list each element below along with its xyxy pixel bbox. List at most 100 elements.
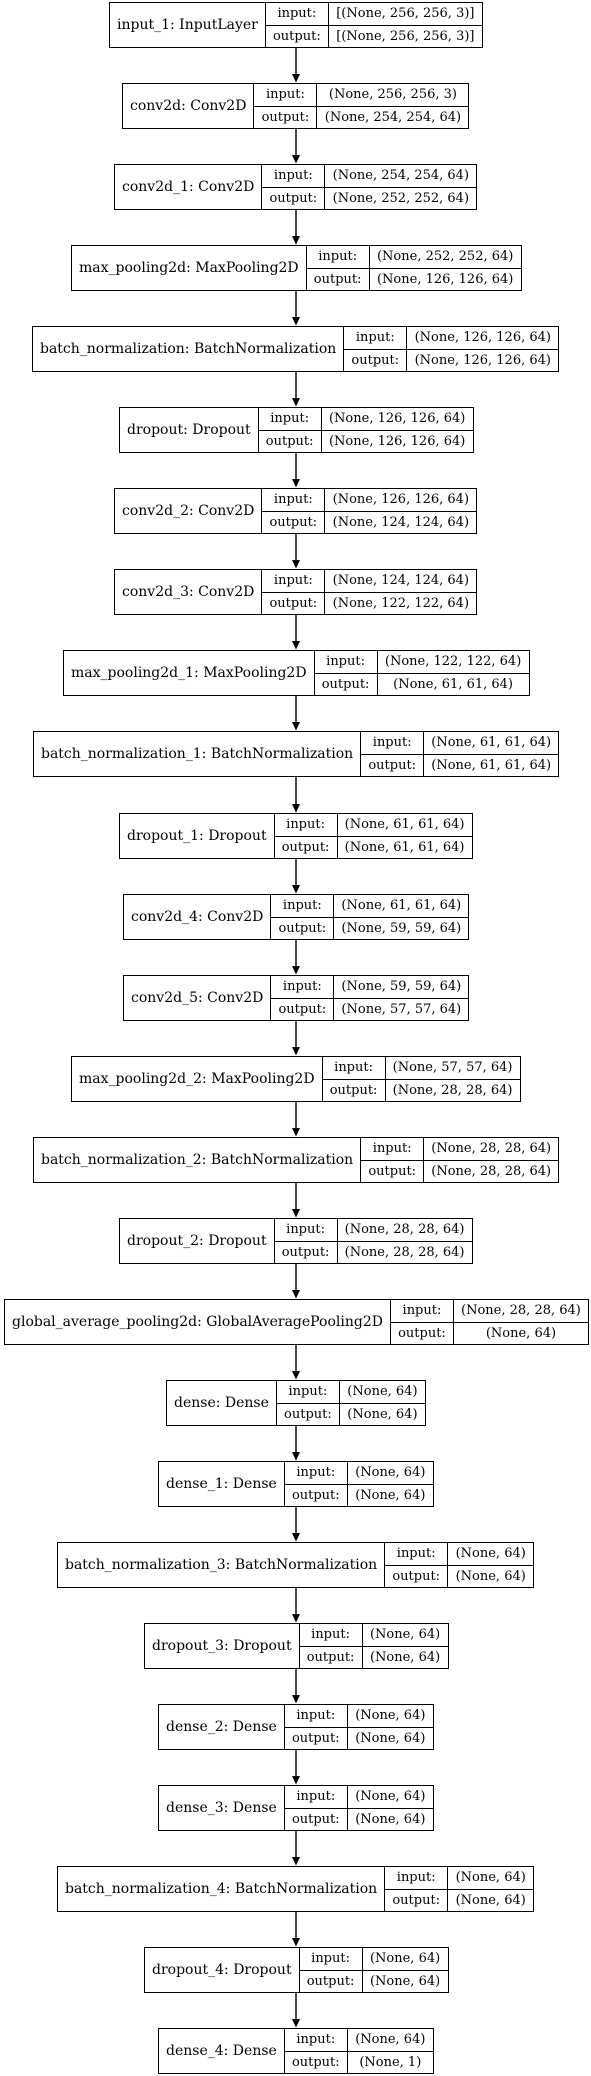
- layer-io: input: (None, 64) output: (None, 1): [284, 2029, 433, 2073]
- layer-name: max_pooling2d: MaxPooling2D: [72, 246, 307, 290]
- layer-node-21: dense_2: Dense input: (None, 64) output:…: [158, 1704, 434, 1750]
- input-shape: (None, 28, 28, 64): [431, 1141, 552, 1157]
- input-label: input:: [385, 1867, 449, 1889]
- output-row: output: (None, 61, 61, 64): [274, 835, 472, 858]
- output-label: output:: [266, 25, 329, 47]
- input-row: input: (None, 64): [285, 1786, 433, 1808]
- input-label: input:: [275, 814, 338, 836]
- output-shape: (None, 254, 254, 64): [324, 109, 462, 125]
- input-shape: (None, 28, 28, 64): [461, 1303, 581, 1319]
- output-label: output:: [277, 1403, 340, 1425]
- input-shape: (None, 124, 124, 64): [332, 573, 470, 589]
- arrowhead-1: [292, 155, 300, 164]
- input-label: input:: [300, 1948, 363, 1970]
- input-label: input:: [262, 570, 326, 592]
- input-row: input: (None, 64): [300, 1948, 448, 1970]
- layer-io: input: (None, 126, 126, 64) output: (Non…: [262, 489, 477, 533]
- layer-node-19: batch_normalization_3: BatchNormalizatio…: [57, 1542, 535, 1588]
- input-label: input:: [271, 895, 335, 917]
- output-shape: (None, 64): [455, 1568, 526, 1584]
- layer-name: dropout_3: Dropout: [145, 1624, 300, 1668]
- input-label: input:: [344, 327, 408, 349]
- layer-node-8: max_pooling2d_1: MaxPooling2D input: (No…: [63, 650, 530, 696]
- output-label: output:: [300, 1970, 363, 1992]
- layer-name: dense_4: Dense: [159, 2029, 285, 2073]
- output-row: output: (None, 126, 126, 64): [344, 348, 559, 371]
- input-label: input:: [361, 1138, 425, 1160]
- output-label: output:: [344, 349, 408, 371]
- input-label: input:: [391, 1300, 454, 1322]
- layer-node-9: batch_normalization_1: BatchNormalizatio…: [33, 731, 560, 777]
- output-row: output: (None, 57, 57, 64): [271, 997, 469, 1020]
- output-row: output: (None, 124, 124, 64): [262, 510, 477, 533]
- output-row: output: (None, 64): [284, 1483, 433, 1506]
- input-label: input:: [361, 732, 425, 754]
- layer-name: dropout_4: Dropout: [145, 1948, 300, 1992]
- layer-io: input: (None, 61, 61, 64) output: (None,…: [271, 895, 469, 939]
- input-row: input: (None, 64): [385, 1867, 533, 1889]
- output-row: output: (None, 126, 126, 64): [306, 267, 521, 290]
- output-shape: (None, 61, 61, 64): [431, 757, 552, 773]
- output-row: output: (None, 59, 59, 64): [271, 916, 469, 939]
- layer-io: input: (None, 64) output: (None, 64): [284, 1786, 433, 1830]
- input-shape: (None, 57, 57, 64): [392, 1060, 513, 1076]
- output-shape: (None, 252, 252, 64): [332, 190, 470, 206]
- output-row: output: (None, 64): [284, 1807, 433, 1830]
- layer-io: input: (None, 64) output: (None, 64): [276, 1381, 425, 1425]
- layer-io: input: (None, 28, 28, 64) output: (None,…: [361, 1138, 559, 1182]
- layer-node-14: batch_normalization_2: BatchNormalizatio…: [33, 1137, 560, 1183]
- input-label: input:: [285, 2029, 348, 2051]
- input-row: input: (None, 126, 126, 64): [262, 489, 476, 511]
- arrowhead-15: [292, 1290, 300, 1299]
- output-label: output:: [385, 1889, 449, 1911]
- arrowhead-24: [292, 2019, 300, 2028]
- layer-io: input: (None, 256, 256, 3) output: (None…: [254, 84, 469, 128]
- output-shape: [(None, 256, 256, 3)]: [336, 28, 475, 44]
- input-row: input: (None, 64): [385, 1543, 533, 1565]
- output-row: output: (None, 64): [385, 1564, 534, 1587]
- layer-node-0: input_1: InputLayer input: [(None, 256, …: [109, 2, 483, 48]
- arrowhead-22: [292, 1857, 300, 1866]
- layer-name: batch_normalization_1: BatchNormalizatio…: [34, 732, 362, 776]
- input-shape: (None, 64): [455, 1870, 526, 1886]
- output-row: output: (None, 64): [390, 1321, 588, 1344]
- layer-node-3: max_pooling2d: MaxPooling2D input: (None…: [71, 245, 522, 291]
- input-row: input: (None, 28, 28, 64): [361, 1138, 558, 1160]
- arrowhead-10: [292, 885, 300, 894]
- output-label: output:: [285, 1484, 348, 1506]
- input-row: input: (None, 256, 256, 3): [254, 84, 468, 106]
- output-row: output: (None, 64): [284, 1726, 433, 1749]
- input-row: input: (None, 126, 126, 64): [259, 408, 473, 430]
- output-shape: (None, 28, 28, 64): [431, 1163, 552, 1179]
- input-shape: (None, 64): [347, 1384, 418, 1400]
- output-label: output:: [391, 1322, 454, 1344]
- input-shape: (None, 256, 256, 3): [328, 87, 457, 103]
- output-row: output: (None, 64): [385, 1888, 534, 1911]
- output-row: output: (None, 28, 28, 64): [322, 1078, 520, 1101]
- input-label: input:: [385, 1543, 449, 1565]
- layer-node-7: conv2d_3: Conv2D input: (None, 124, 124,…: [114, 569, 478, 615]
- layer-node-16: global_average_pooling2d: GlobalAverageP…: [4, 1299, 589, 1345]
- layer-name: batch_normalization_2: BatchNormalizatio…: [34, 1138, 362, 1182]
- layer-name: batch_normalization: BatchNormalization: [33, 327, 345, 371]
- input-row: input: (None, 28, 28, 64): [275, 1219, 472, 1241]
- layer-node-25: dense_4: Dense input: (None, 64) output:…: [158, 2028, 434, 2074]
- input-label: input:: [271, 976, 335, 998]
- layer-io: input: (None, 64) output: (None, 64): [284, 1705, 433, 1749]
- output-shape: (None, 122, 122, 64): [332, 595, 470, 611]
- output-label: output:: [262, 511, 326, 533]
- input-label: input:: [254, 84, 318, 106]
- layer-name: conv2d_5: Conv2D: [124, 976, 272, 1020]
- layer-io: input: (None, 28, 28, 64) output: (None,…: [390, 1300, 588, 1344]
- output-label: output:: [285, 1727, 348, 1749]
- input-shape: (None, 126, 126, 64): [414, 330, 551, 346]
- input-shape: (None, 64): [355, 1789, 426, 1805]
- output-shape: (None, 126, 126, 64): [376, 271, 514, 287]
- layer-io: input: (None, 126, 126, 64) output: (Non…: [258, 408, 473, 452]
- output-label: output:: [307, 268, 370, 290]
- arrowhead-12: [292, 1047, 300, 1056]
- layer-io: input: (None, 28, 28, 64) output: (None,…: [274, 1219, 472, 1263]
- input-shape: (None, 64): [355, 1708, 426, 1724]
- layer-io: input: (None, 57, 57, 64) output: (None,…: [322, 1057, 520, 1101]
